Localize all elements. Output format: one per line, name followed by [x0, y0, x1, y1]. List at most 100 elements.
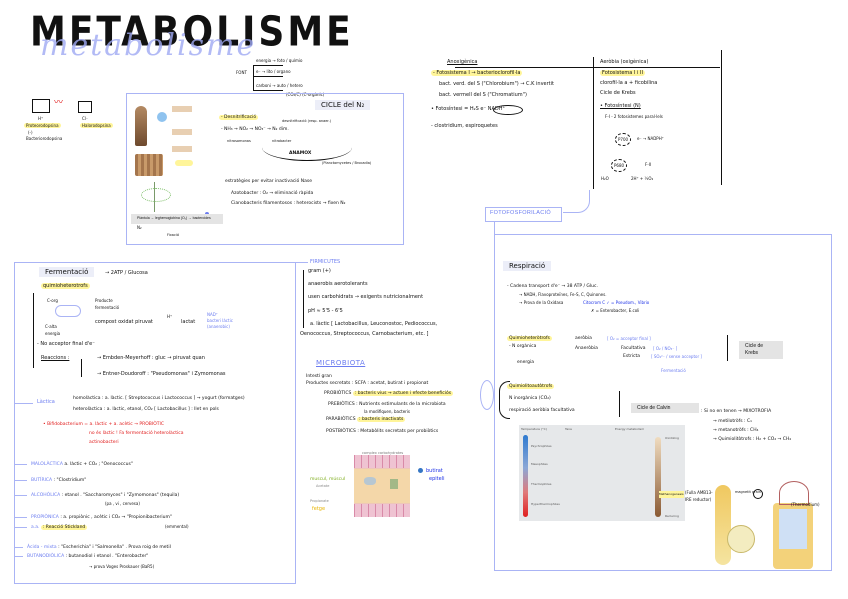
branch-line	[15, 480, 27, 482]
parabiotics-label: PARABIÒTICS	[326, 417, 356, 422]
font-label: FONT	[236, 70, 247, 75]
font-branch-3: carboni → auto / hetero	[256, 83, 303, 88]
oxidized-compound: compost oxidat piruvat	[95, 319, 153, 325]
bracket-line	[303, 270, 304, 328]
thermometer-icon	[523, 435, 528, 517]
microbiota-item: Productes secretats : SCFA : acetat, but…	[306, 381, 429, 386]
oxygen-label: 2H⁺ + ½O₂	[631, 176, 654, 181]
respiration-item: → NADH, Flavoproteïnes, Fe-S, C, Quinone…	[519, 292, 607, 297]
respiration-item: - Cadena transport d'e⁻ → 38 ATP / Gluc.	[507, 284, 598, 289]
membrane-protein-icon	[78, 101, 92, 113]
branch-line	[15, 547, 23, 549]
malolactic-label: MALOLÀCTICA	[31, 462, 63, 467]
anaerobic-label: Anaeròbia	[575, 346, 598, 351]
p700-star: P700	[615, 133, 632, 146]
aerobic-note: [ O₂ = acceptor final ]	[607, 336, 651, 341]
trophosome-diagram	[773, 503, 813, 569]
fermentation-title: Fermentació	[39, 267, 95, 277]
rhodopsin-diagram: 〰 H⁺ Cl⁻ Proteorodopsina Halorodopsina (…	[18, 95, 128, 145]
firmicutes-item: anaerobis aerotolerants	[308, 281, 368, 287]
branch-line	[15, 517, 27, 519]
mixed-acid-label: Àcida - mixta	[27, 545, 57, 550]
organic-n-label: - N orgànica	[509, 344, 537, 349]
fermentation-note: Fermentació	[661, 368, 686, 373]
redox-gradient-icon	[655, 437, 661, 517]
table-header: Energy metabolism	[615, 427, 645, 431]
oxygenic-item: Cicle de Krebs	[600, 90, 636, 96]
krebs-cycle-box: Cicle de Krebs	[739, 341, 783, 359]
magnetite-label: magnetit grain	[735, 490, 761, 494]
nitrogen-cycle-title: CICLE del N₂	[315, 100, 371, 110]
connector-line	[294, 262, 308, 264]
homolactic-text: homolàctica : a. làctic. [ Streptococcus…	[73, 396, 245, 401]
water-label: H₂O	[601, 176, 609, 181]
fermentation-panel: Fermentació → 2ATP / Glucosa quimioheter…	[14, 262, 296, 584]
table-category: Mesophiles	[531, 462, 548, 466]
thermodium-label: (Thermodium)	[791, 502, 820, 507]
chemolithoautotrophs-title: Quimiolitoautòtrofs	[507, 384, 555, 389]
membrane-protein-icon	[32, 99, 50, 113]
acetate-label: Acetate	[316, 484, 330, 488]
no-acceptor-text: - No acceptor final d'e⁻	[37, 341, 95, 347]
amino-acid-text: : Reacció Stickland	[40, 525, 88, 530]
magnetite-icon	[753, 489, 763, 499]
light-wave-icon: 〰	[54, 97, 64, 107]
chemolitho-item: N inorgànica (CO₂)	[509, 396, 551, 401]
branch-line	[15, 495, 27, 497]
parabiotics-text: : bacteris inactivats	[357, 417, 406, 422]
h-plus-label: H⁺	[167, 314, 173, 319]
h-plus-label: H⁺	[38, 116, 44, 121]
heterolactic-text: heterolàctica : a. làctic, etanol, CO₂ […	[73, 407, 219, 412]
title-overlay-script: metabolisme	[40, 28, 257, 63]
branch-line	[15, 527, 27, 529]
photophosphorylation-label: FOTOFOSFORILACIÓ	[490, 210, 551, 216]
proteorhodopsin-label: Proteorodopsina	[24, 123, 61, 128]
halorhodopsin-label: Halorodopsina	[80, 123, 113, 128]
alcoholic-text: : etanol . "Saccharomyces" i "Zymomonas"…	[61, 493, 180, 498]
branch-line	[15, 403, 33, 405]
gut-epithelium-image	[354, 455, 410, 517]
reactions-label: Reaccions :	[41, 355, 70, 361]
connector-arrow	[563, 190, 590, 213]
oxygenic-item: Fotosistema I i II	[600, 70, 645, 76]
label-tag	[172, 106, 192, 112]
aerobic-label: aeròbia	[575, 336, 592, 341]
oxygenic-item: clorofil·la a + ficobilina	[600, 80, 658, 86]
propionic-label: PROPIÒNICA	[31, 515, 59, 520]
oxygenic-item: F-I - 2 fotosistemes paral·lels	[605, 114, 663, 119]
figure-caption: complex carbohydrates	[362, 451, 404, 455]
chemolithotrophs-note: → Quimiolitòtrofs : H₂ + CO₂ → CH₄	[713, 437, 792, 442]
minus-label: (-)	[28, 130, 33, 135]
molecule-icon	[418, 468, 423, 473]
bacterium-diagram	[715, 485, 731, 565]
facultative-label: Facultativa	[621, 346, 646, 351]
bifidobacterium-note: no és làctic ! Fa fermentació heterolàct…	[89, 431, 184, 436]
calvin-cycle-box: Cicle de Calvin	[631, 403, 699, 413]
lactate-label: lactat	[181, 319, 196, 325]
table-category: Hyperthermophiles	[531, 502, 560, 506]
branch-line	[15, 556, 23, 558]
epithelium-label: epiteli	[429, 476, 445, 482]
butanediol-text: : butanodiol i etanol . "Enterobacter"	[65, 554, 149, 559]
bacteria-icon	[157, 112, 167, 122]
bracket-line	[619, 391, 620, 417]
respiration-panel: Respiració - Cadena transport d'e⁻ → 38 …	[494, 234, 832, 571]
firmicutes-title: FIRMICUTES	[310, 259, 341, 265]
embden-meyerhof-text: → Embden-Meyerhoff : gluc → piruvat quan	[97, 355, 205, 361]
microbiota-item: Intestí gran	[306, 374, 332, 379]
azotobacter-text: Azotobacter : O₂ → eliminació ràpida	[231, 191, 314, 196]
table-side-label: Reducing	[665, 514, 679, 518]
butyric-label: BUTÍRICA	[31, 478, 53, 483]
chemoheterotrophs-label: quimioheterotrofs	[41, 283, 90, 289]
amino-acid-label: a.a.	[31, 525, 40, 530]
prebiotics-text: : Nutrients estimulants de la microbiota	[356, 402, 446, 407]
firmicutes-item: Oenococcus, Streptococcus, Carnobacteriu…	[300, 331, 429, 337]
postbiotics-text: : Metabòlits secretats per probiòtics	[357, 429, 439, 434]
anoxygenic-item: - clostridium, espiroquetes	[431, 123, 498, 129]
anoxygenic-item: • Fotosíntesi = H₂S e⁻ NADH⁺	[431, 106, 506, 112]
propionic-text: : a. propiònic , acètic i CO₂ → "Propion…	[60, 515, 172, 520]
mixed-acid-text: : "Escherichia" i "Salmonella" . Prova r…	[58, 545, 171, 550]
bifidobacterium-note: actinobacteri	[89, 440, 119, 445]
propionate-label: Propionate	[310, 499, 329, 503]
label-tag	[172, 146, 192, 152]
